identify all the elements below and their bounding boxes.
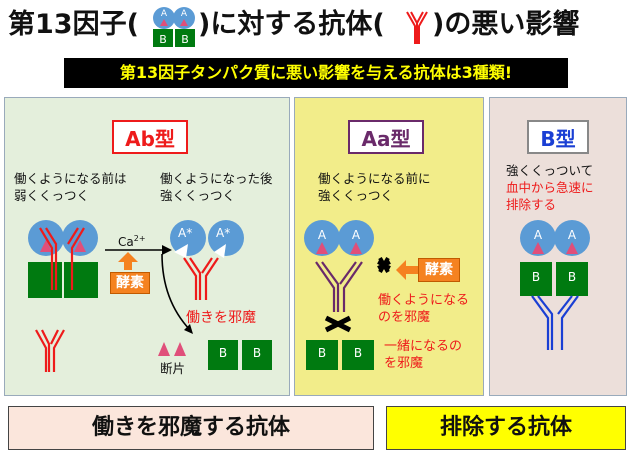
ab-astar-label-left: A*	[178, 226, 193, 240]
ab-block-label: 働きを邪魔	[186, 310, 256, 326]
b-label: 強くくっついて 血中から急速に 排除する	[506, 163, 594, 212]
aa-top-label: 働くようになる前に 強くくっつく	[318, 171, 431, 203]
ab-astar-label-right: A*	[216, 226, 231, 240]
title-suffix2: )の悪い影響	[432, 9, 580, 40]
aa-block1-label: 働くようになる のを邪魔	[378, 293, 470, 325]
svg-text:B: B	[159, 33, 167, 46]
b-type-label: B型	[527, 120, 589, 154]
b-a-label-right: A	[567, 228, 577, 242]
ab-after-label: 働くようになった後 強くくっつく	[160, 171, 273, 203]
aa-b-label-1: B	[317, 346, 327, 360]
svg-text:B: B	[181, 33, 189, 46]
aa-type-label: Aa型	[348, 120, 424, 154]
antibody-title-icon	[406, 11, 428, 44]
page-title: 第13因子( A A B B )に対する抗体( )の悪い影響	[0, 2, 632, 48]
aa-block2-label: 一緒になるの を邪魔	[384, 339, 463, 371]
summary-banner: 第13因子タンパク質に悪い影響を与える抗体は3種類!	[64, 58, 568, 88]
aa-a-label-left: A	[317, 228, 327, 242]
svg-text:A: A	[161, 9, 168, 19]
blocking-antibody-label: 働きを邪魔する抗体	[8, 406, 374, 450]
ab-b-label-1: B	[218, 346, 228, 360]
ab-b-label-2: B	[252, 346, 262, 360]
factor13-title-icon: A A B B	[153, 7, 195, 47]
aa-b-label-2: B	[353, 346, 363, 360]
ab-type-label: Ab型	[112, 120, 188, 154]
svg-text:A: A	[181, 9, 188, 19]
calcium-label: Ca2+	[118, 234, 146, 249]
ab-before-label: 働くようになる前は 弱くくっつく	[14, 171, 127, 203]
aa-enzyme-box: 酵素	[418, 258, 460, 282]
clearing-antibody-label: 排除する抗体	[386, 406, 626, 450]
ab-enzyme-box: 酵素	[110, 272, 150, 294]
b-b-label-2: B	[567, 270, 577, 284]
title-prefix: 第13因子(	[8, 9, 139, 40]
b-b-label-1: B	[531, 270, 541, 284]
b-a-label-left: A	[533, 228, 543, 242]
ab-fragment-label: 断片	[160, 361, 186, 376]
title-suffix1: )に対する抗体(	[198, 9, 385, 40]
aa-a-label-right: A	[351, 228, 361, 242]
